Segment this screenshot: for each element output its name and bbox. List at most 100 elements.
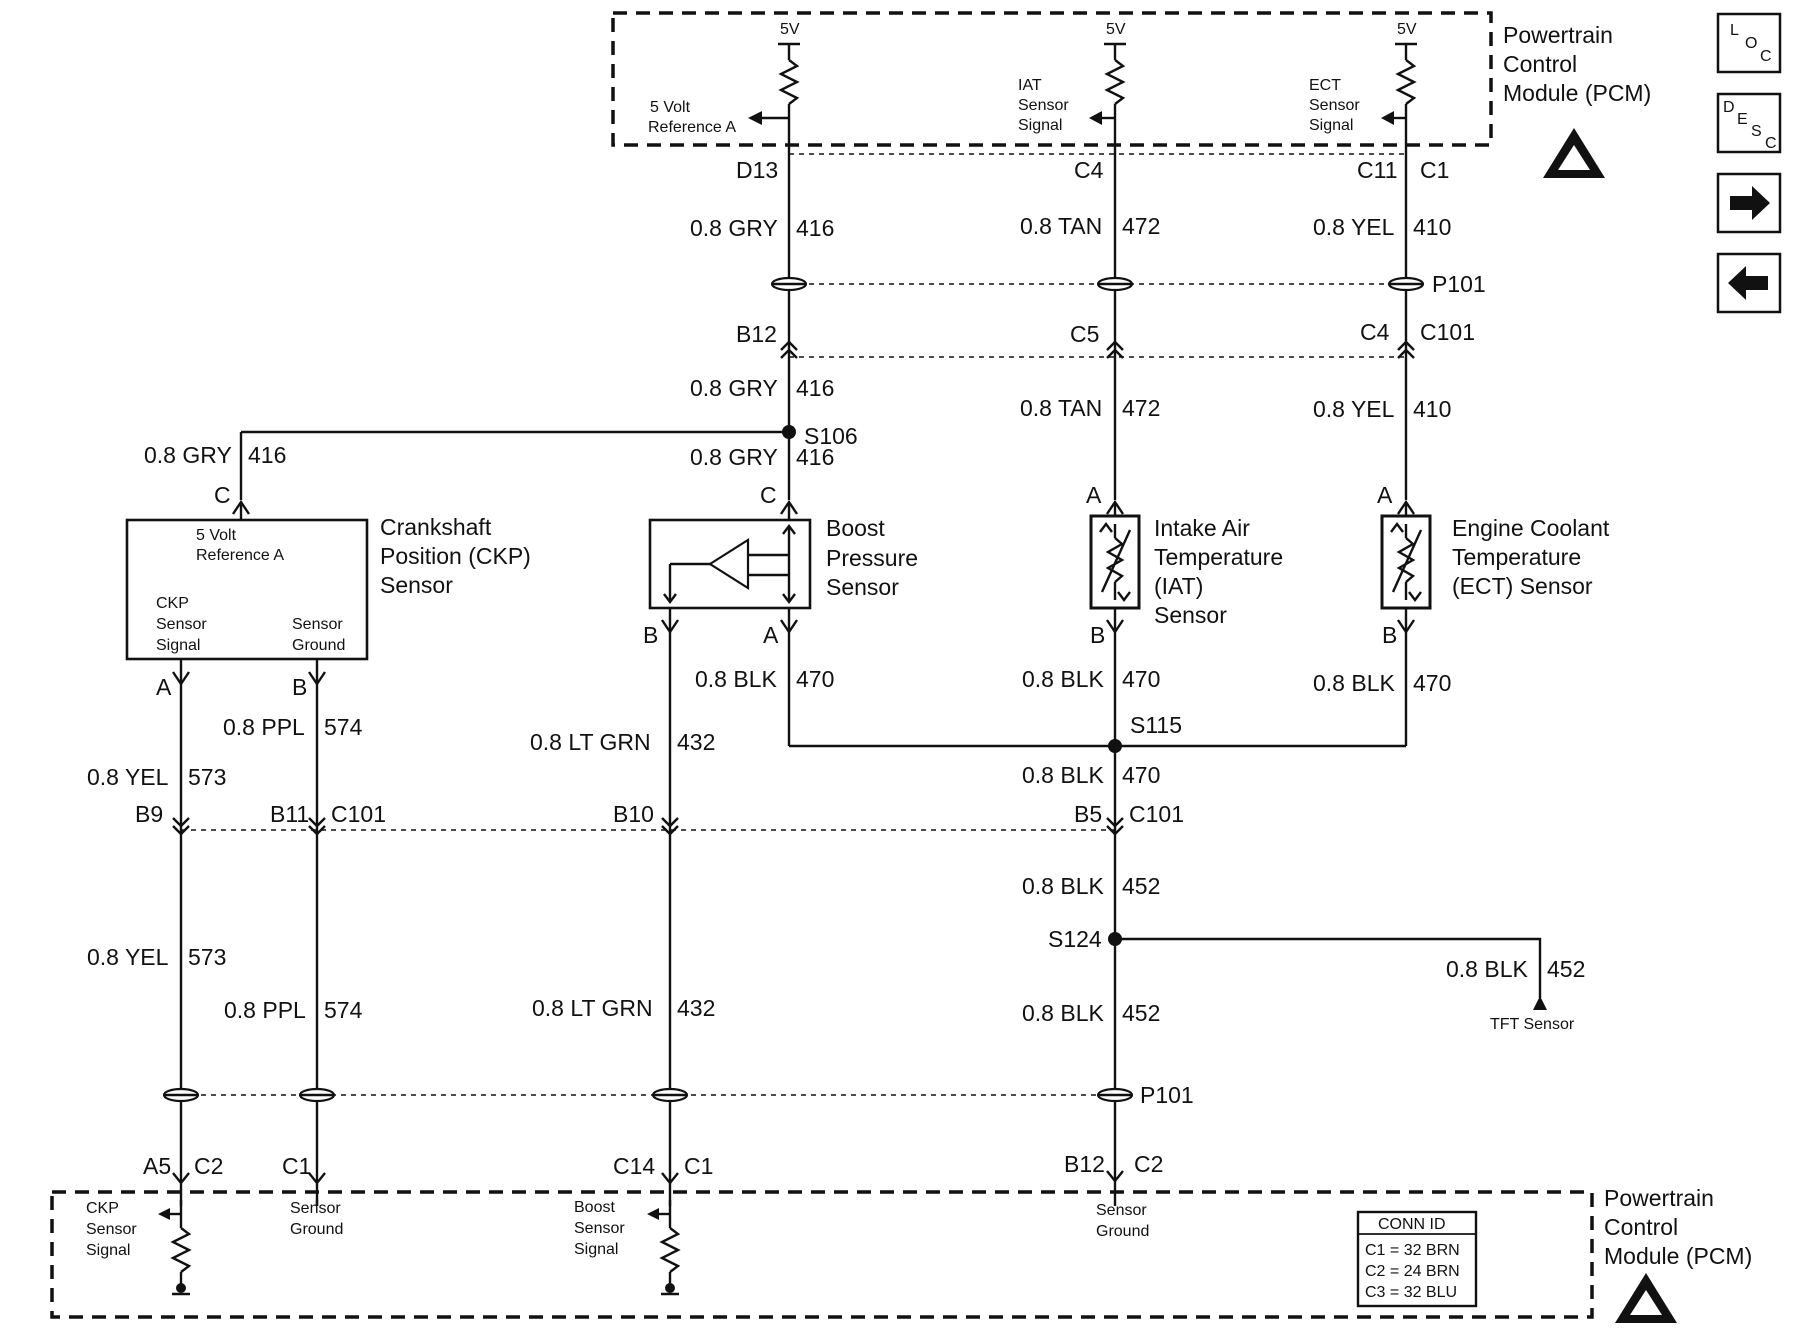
svg-text:574: 574 — [324, 997, 363, 1023]
svg-text:0.8 LT GRN: 0.8 LT GRN — [530, 729, 651, 755]
svg-text:B: B — [1382, 622, 1397, 648]
svg-text:0.8 GRY: 0.8 GRY — [690, 375, 778, 401]
svg-text:A5: A5 — [143, 1153, 171, 1179]
svg-text:Boost: Boost — [574, 1199, 615, 1216]
svg-text:0.8 GRY: 0.8 GRY — [690, 444, 778, 470]
svg-text:Sensor: Sensor — [826, 574, 899, 600]
svg-text:0.8 BLK: 0.8 BLK — [1022, 666, 1104, 692]
next-arrow-button[interactable] — [1716, 172, 1782, 234]
boost-sensor-label: Boost Pressure Sensor — [826, 515, 918, 600]
svg-text:Pressure: Pressure — [826, 545, 918, 571]
svg-text:0.8 BLK: 0.8 BLK — [1446, 956, 1528, 982]
svg-text:C3 = 32 BLU: C3 = 32 BLU — [1365, 1284, 1457, 1301]
svg-text:B11: B11 — [270, 801, 309, 827]
svg-text:CONN ID: CONN ID — [1378, 1216, 1446, 1233]
splice-s124: S124 — [1048, 926, 1542, 998]
svg-text:S124: S124 — [1048, 926, 1102, 952]
desc-button[interactable]: D E S C — [1716, 92, 1782, 154]
svg-text:C5: C5 — [1070, 321, 1099, 347]
svg-text:S115: S115 — [1130, 712, 1182, 738]
svg-text:574: 574 — [324, 714, 363, 740]
p101-lower: P101 — [162, 1082, 1194, 1108]
svg-text:B12: B12 — [736, 321, 777, 347]
svg-text:C14: C14 — [613, 1153, 655, 1179]
svg-text:416: 416 — [796, 444, 834, 470]
svg-text:472: 472 — [1122, 395, 1160, 421]
loc-button[interactable]: L O C — [1716, 12, 1782, 74]
svg-text:B9: B9 — [135, 801, 163, 827]
pcm-bottom-box — [50, 1190, 1594, 1319]
sensor-ground-2: Sensor Ground — [1096, 1202, 1149, 1240]
svg-text:0.8 YEL: 0.8 YEL — [87, 944, 169, 970]
svg-text:C2: C2 — [194, 1153, 223, 1179]
svg-text:TFT Sensor: TFT Sensor — [1490, 1016, 1575, 1033]
wire-labels-lower: 0.8 PPL 574 0.8 YEL 573 0.8 LT GRN 432 0… — [87, 666, 1451, 790]
svg-text:5 Volt: 5 Volt — [650, 99, 691, 116]
svg-text:C2 = 24 BRN: C2 = 24 BRN — [1365, 1263, 1460, 1280]
splice-s106: S106 — [241, 423, 858, 449]
back-arrow-button[interactable] — [1716, 252, 1782, 314]
svg-text:470: 470 — [796, 666, 834, 692]
svg-text:A: A — [1377, 482, 1393, 508]
svg-text:416: 416 — [796, 375, 834, 401]
svg-text:0.8 BLK: 0.8 BLK — [695, 666, 777, 692]
svg-text:Signal: Signal — [1309, 117, 1353, 134]
svg-text:573: 573 — [188, 764, 226, 790]
svg-text:C: C — [1760, 48, 1772, 65]
sensor-top-pins: C C A A — [214, 482, 1415, 515]
svg-text:A: A — [1086, 482, 1102, 508]
svg-text:573: 573 — [188, 944, 226, 970]
svg-text:C: C — [760, 482, 777, 508]
wire-labels-top: 0.8 GRY 416 0.8 TAN 472 0.8 YEL 410 — [690, 213, 1451, 241]
iat-sensor — [1089, 514, 1141, 610]
svg-text:C101: C101 — [331, 801, 386, 827]
wire-labels-s106: 0.8 GRY 416 0.8 GRY 416 — [144, 442, 834, 470]
svg-text:D13: D13 — [736, 157, 778, 183]
svg-text:B10: B10 — [613, 801, 654, 827]
svg-text:C101: C101 — [1129, 801, 1184, 827]
svg-text:Sensor: Sensor — [1154, 602, 1227, 628]
svg-text:IAT: IAT — [1018, 77, 1042, 94]
svg-text:416: 416 — [248, 442, 286, 468]
svg-text:B: B — [1090, 622, 1105, 648]
p101-top: P101 — [770, 271, 1486, 297]
svg-text:0.8 PPL: 0.8 PPL — [224, 997, 306, 1023]
pullup-ref-a: 5V 5 Volt Reference A — [648, 21, 800, 150]
svg-text:0.8 TAN: 0.8 TAN — [1020, 395, 1102, 421]
iat-sensor-label: Intake Air Temperature (IAT) Sensor — [1154, 515, 1283, 628]
svg-text:B: B — [292, 674, 307, 700]
pcm-top-box — [611, 11, 1493, 147]
svg-text:Sensor: Sensor — [380, 572, 453, 598]
boost-pressure-sensor — [648, 518, 812, 610]
wire-labels-s115: 0.8 BLK 470 — [1022, 762, 1160, 788]
svg-text:0.8 TAN: 0.8 TAN — [1020, 213, 1102, 239]
svg-text:Signal: Signal — [574, 1241, 618, 1258]
svg-text:5V: 5V — [1397, 21, 1417, 38]
svg-text:C1: C1 — [684, 1153, 713, 1179]
sensor-ground-1: Sensor Ground — [290, 1200, 343, 1238]
svg-text:S: S — [1751, 123, 1762, 140]
svg-text:Temperature: Temperature — [1154, 544, 1283, 570]
svg-text:Signal: Signal — [86, 1242, 130, 1259]
svg-text:Engine Coolant: Engine Coolant — [1452, 515, 1610, 541]
svg-text:ECT: ECT — [1309, 77, 1341, 94]
pcm-top-connector-labels: D13 C4 C11 C1 — [736, 157, 1449, 183]
svg-text:Sensor: Sensor — [290, 1200, 341, 1217]
svg-text:Control: Control — [1604, 1214, 1678, 1240]
svg-text:452: 452 — [1122, 873, 1160, 899]
svg-text:410: 410 — [1413, 396, 1451, 422]
svg-text:5 Volt: 5 Volt — [196, 527, 237, 544]
svg-text:Signal: Signal — [156, 637, 200, 654]
pcm-bottom-label: Powertrain Control Module (PCM) — [1604, 1185, 1752, 1269]
svg-text:Sensor: Sensor — [1018, 97, 1069, 114]
svg-text:432: 432 — [677, 729, 715, 755]
svg-text:5V: 5V — [1106, 21, 1126, 38]
svg-text:B5: B5 — [1074, 801, 1102, 827]
svg-text:410: 410 — [1413, 214, 1451, 240]
svg-text:(ECT) Sensor: (ECT) Sensor — [1452, 573, 1593, 599]
svg-text:CKP: CKP — [86, 1200, 119, 1217]
svg-text:C1: C1 — [282, 1153, 311, 1179]
svg-text:S106: S106 — [804, 423, 858, 449]
svg-text:C1 = 32 BRN: C1 = 32 BRN — [1365, 1242, 1460, 1259]
